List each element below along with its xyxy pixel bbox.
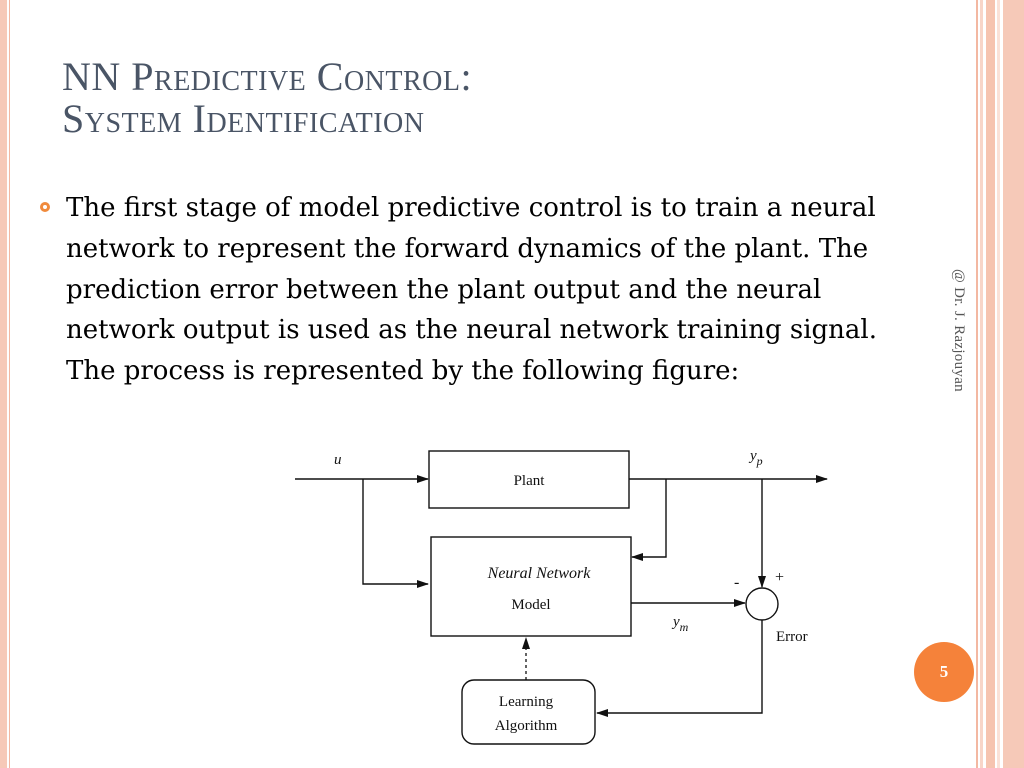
plant-label: Plant [514, 473, 546, 489]
system-identification-diagram: u Plant yp Neural Network Model ym - + E… [295, 448, 828, 745]
error-label: Error [776, 629, 808, 645]
bullet-item: The first stage of model predictive cont… [40, 188, 920, 392]
right-stripe-4 [997, 0, 1000, 768]
bullet-text: The first stage of model predictive cont… [66, 193, 878, 387]
minus-sign: - [734, 574, 739, 591]
neural-network-model-block [430, 536, 632, 637]
input-label: u [334, 452, 342, 468]
summing-junction [745, 587, 779, 621]
right-stripe-3 [986, 0, 995, 768]
author-credit: @ Dr. J. Razjouyan [951, 269, 967, 392]
learning-label: Learning [499, 694, 554, 710]
title-line-2: System Identification [62, 96, 425, 141]
right-stripe-2 [980, 0, 983, 768]
right-stripe-5 [1003, 0, 1024, 768]
left-border [0, 0, 7, 768]
model-output-label: ym [671, 614, 689, 634]
input-to-model-line [362, 479, 429, 588]
neural-network-label: Neural Network [487, 565, 592, 582]
page-number-badge: 5 [914, 642, 974, 702]
algorithm-label: Algorithm [495, 718, 558, 734]
left-border-line [9, 0, 10, 768]
learning-algorithm-block [461, 679, 596, 745]
error-feedback-line [596, 620, 763, 717]
right-stripe-1 [976, 0, 978, 768]
bullet-circle-icon [40, 202, 50, 212]
model-label: Model [511, 597, 550, 613]
title-line-1: NN Predictive Control: [62, 54, 473, 99]
plant-output-label: yp [748, 448, 763, 468]
slide-title: NN Predictive Control: System Identifica… [62, 56, 472, 140]
plant-output-to-model-line [631, 479, 667, 561]
plus-sign: + [775, 569, 784, 586]
